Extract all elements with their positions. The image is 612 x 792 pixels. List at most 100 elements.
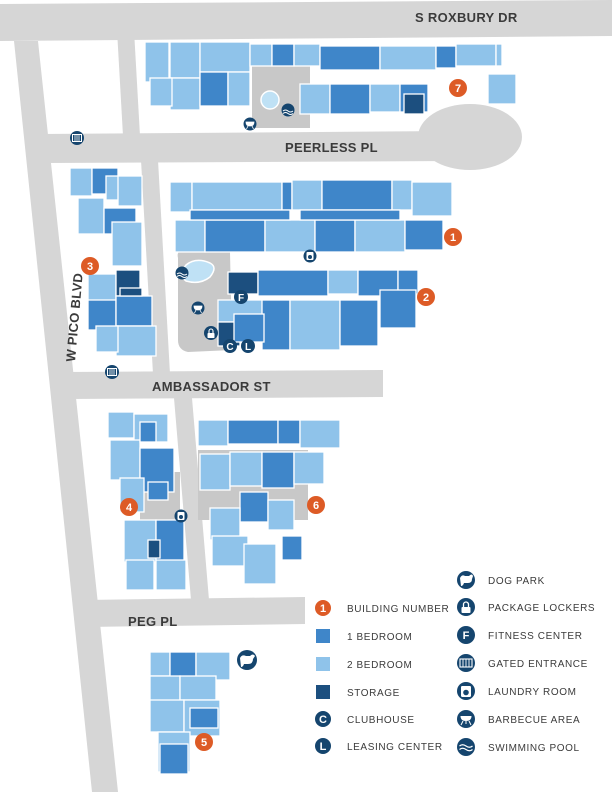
one-bedroom-unit [261, 451, 295, 489]
legend-item-one-bedroom: 1 BEDROOM [316, 629, 412, 643]
gated-entrance-icon[interactable] [70, 131, 84, 145]
two-bedroom-unit [117, 175, 143, 207]
two-bedroom-unit [299, 83, 331, 115]
street-label-s-roxbury-dr: S ROXBURY DR [415, 10, 518, 25]
buildings-layer [69, 41, 517, 775]
legend-item-package-lockers: PACKAGE LOCKERS [457, 598, 595, 616]
clubhouse-marker-letter: C [226, 342, 233, 353]
two-bedroom-unit [149, 651, 171, 677]
one-bedroom-unit [169, 651, 197, 679]
building-number-label: 7 [455, 83, 461, 95]
legend-item-barbecue-area: BARBECUE AREA [457, 710, 580, 728]
building-number-circle [120, 498, 138, 516]
fitness-center-marker[interactable] [234, 290, 248, 304]
leasing-center-marker [315, 738, 331, 754]
one-bedroom-unit [199, 71, 229, 107]
map-amenities: F C L [70, 90, 317, 670]
one-bedroom-unit [227, 419, 279, 445]
one-bedroom-unit [257, 269, 329, 297]
swimming-pool-icon[interactable] [281, 103, 295, 117]
two-bedroom-unit [191, 181, 283, 211]
two-bedroom-unit [69, 167, 93, 197]
legend-item-fitness-center: F FITNESS CENTER [457, 626, 582, 644]
one-bedroom-unit [261, 299, 291, 351]
building-number-circle [307, 496, 325, 514]
storage-swatch [316, 685, 330, 699]
road-peerless-cul-de-sac [418, 104, 522, 170]
building-number-marker-5[interactable]: 5 [195, 733, 213, 751]
two-bedroom-unit [209, 507, 241, 541]
leasing-center-marker[interactable] [241, 339, 255, 353]
two-bedroom-unit [109, 439, 141, 481]
two-bedroom-unit [144, 41, 170, 83]
one-bedroom-unit [91, 167, 119, 195]
two-bedroom-unit [155, 559, 187, 591]
storage-unit [403, 93, 425, 115]
pool-icon [457, 738, 475, 756]
one-bedroom-unit [321, 179, 393, 211]
legend-building-number: 1 [320, 603, 326, 615]
fitness-marker-letter: F [238, 293, 244, 304]
building-number-marker-3[interactable]: 3 [81, 257, 99, 275]
road-side-street-south [174, 398, 209, 600]
two-bedroom-unit [354, 219, 406, 253]
building-number-label: 2 [423, 292, 429, 304]
legend-label: PACKAGE LOCKERS [488, 603, 595, 614]
legend-label: 2 BEDROOM [347, 660, 412, 671]
building-number-marker-4[interactable]: 4 [120, 498, 138, 516]
one-bedroom-unit [204, 219, 266, 253]
swimming-pool-icon[interactable] [175, 266, 189, 280]
two-bedroom-unit [391, 179, 413, 211]
leasing-marker-letter: L [245, 342, 251, 353]
legend-item-building-number: 1 BUILDING NUMBER [315, 600, 449, 616]
building-number-marker-7[interactable]: 7 [449, 79, 467, 97]
road-s-roxbury-dr [0, 0, 612, 41]
two-bedroom-unit [149, 77, 173, 107]
building-number-marker [315, 600, 331, 616]
one-bedroom-unit [239, 491, 269, 523]
two-bedroom-unit [291, 179, 323, 211]
one-bedroom-unit [339, 299, 379, 347]
two-bedroom-unit [107, 411, 135, 439]
road-peerless-pl [40, 131, 455, 163]
road-peg-pl [84, 597, 305, 627]
one-bedroom-unit [281, 535, 303, 561]
building-number-marker-2[interactable]: 2 [417, 288, 435, 306]
two-bedroom-unit [495, 43, 503, 67]
swimming-pool-shape [260, 90, 280, 110]
one-bedroom-unit [299, 209, 401, 221]
gated-entrance-icon[interactable] [105, 365, 119, 379]
one-bedroom-unit [87, 299, 117, 331]
legend-item-gated-entrance: GATED ENTRANCE [457, 654, 587, 672]
building-number-circle [444, 228, 462, 246]
one-bedroom-unit [319, 45, 381, 71]
one-bedroom-unit [329, 83, 371, 115]
map-legend: 1 BUILDING NUMBER 1 BEDROOM 2 BEDROOM ST… [315, 571, 595, 756]
two-bedroom-unit [169, 77, 201, 111]
legend-label: DOG PARK [488, 576, 545, 587]
building-number-marker-1[interactable]: 1 [444, 228, 462, 246]
clubhouse-marker [315, 711, 331, 727]
two-bedroom-unit [379, 45, 437, 71]
one-bedroom-unit [314, 219, 356, 253]
dog-park-icon[interactable] [237, 650, 257, 670]
one-bedroom-unit [379, 289, 417, 329]
building-number-marker-6[interactable]: 6 [307, 496, 325, 514]
one-bedroom-unit [271, 43, 295, 67]
two-bedroom-unit [299, 419, 341, 449]
legend-item-storage: STORAGE [316, 685, 399, 699]
two-bedroom-swatch [316, 657, 330, 671]
one-bedroom-unit [189, 707, 219, 729]
two-bedroom-unit [289, 299, 341, 351]
storage-unit [147, 539, 161, 559]
legend-item-two-bedroom: 2 BEDROOM [316, 657, 412, 671]
two-bedroom-unit [169, 181, 193, 213]
building-number-circle [449, 79, 467, 97]
clubhouse-marker[interactable] [223, 339, 237, 353]
street-label-w-pico-blvd: W PICO BLVD [63, 272, 86, 362]
two-bedroom-unit [199, 453, 231, 491]
two-bedroom-unit [179, 675, 217, 701]
storage-unit [119, 287, 143, 297]
